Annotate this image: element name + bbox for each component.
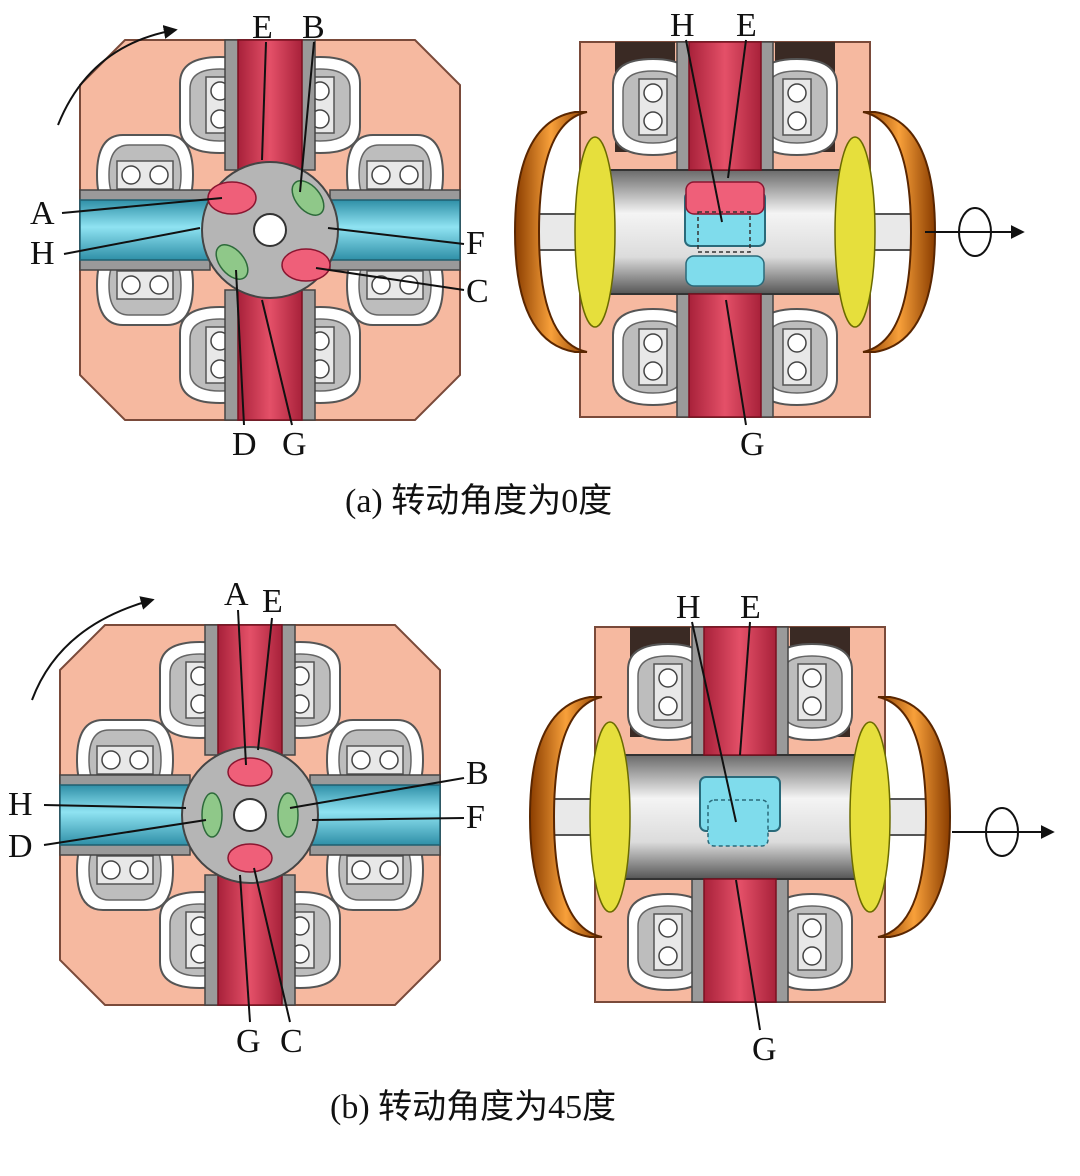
hidden-port-outline [697,211,751,253]
front-section-view-a [57,25,460,420]
side-labels-a: H E G [670,7,765,463]
chamber-d [201,792,223,838]
label-H: H [676,589,701,626]
label-B: B [466,755,489,792]
label-A: A [224,576,249,613]
chamber-d [215,244,249,280]
label-B: B [302,9,325,46]
caption-b: (b) 转动角度为45度 [330,1088,616,1126]
rotation-arrow-icon [31,596,155,701]
label-H: H [30,235,55,272]
label-A: A [30,195,55,232]
chamber-top-a [685,181,765,215]
side-cutaway-view-b [530,627,1055,1002]
chamber-b [277,792,299,838]
label-D: D [232,426,257,463]
front-labels-b: A E H D B F G C [8,576,489,1060]
label-E: E [740,589,761,626]
panel-b: A E H D B F G C H [8,576,1055,1126]
label-E: E [736,7,757,44]
label-F: F [466,225,485,262]
side-cutaway-view-a [515,42,1025,417]
front-labels-a: E B A H F C D G [30,9,489,463]
label-G: G [752,1031,777,1068]
panel-a: E B A H F C D G [30,7,1025,520]
front-section-view-b [31,596,440,1005]
label-G: G [236,1023,261,1060]
label-G: G [740,426,765,463]
label-H: H [8,786,33,823]
chamber-a [207,181,257,215]
label-E: E [262,583,283,620]
label-C: C [466,273,489,310]
chamber-c [227,843,273,873]
port-window-b [707,799,769,847]
label-H: H [670,7,695,44]
label-D: D [8,828,33,865]
rotation-arrow-icon [57,25,178,126]
label-E: E [252,9,273,46]
chamber-a [227,757,273,787]
chamber-c [281,248,331,282]
axial-rotation-icon [952,807,1055,857]
axial-rotation-icon [925,207,1025,257]
caption-a: (a) 转动角度为0度 [345,482,612,520]
label-C: C [280,1023,303,1060]
chamber-bottom-a [685,255,765,287]
label-G: G [282,426,307,463]
label-F: F [466,799,485,836]
side-labels-b: H E G [676,589,777,1068]
